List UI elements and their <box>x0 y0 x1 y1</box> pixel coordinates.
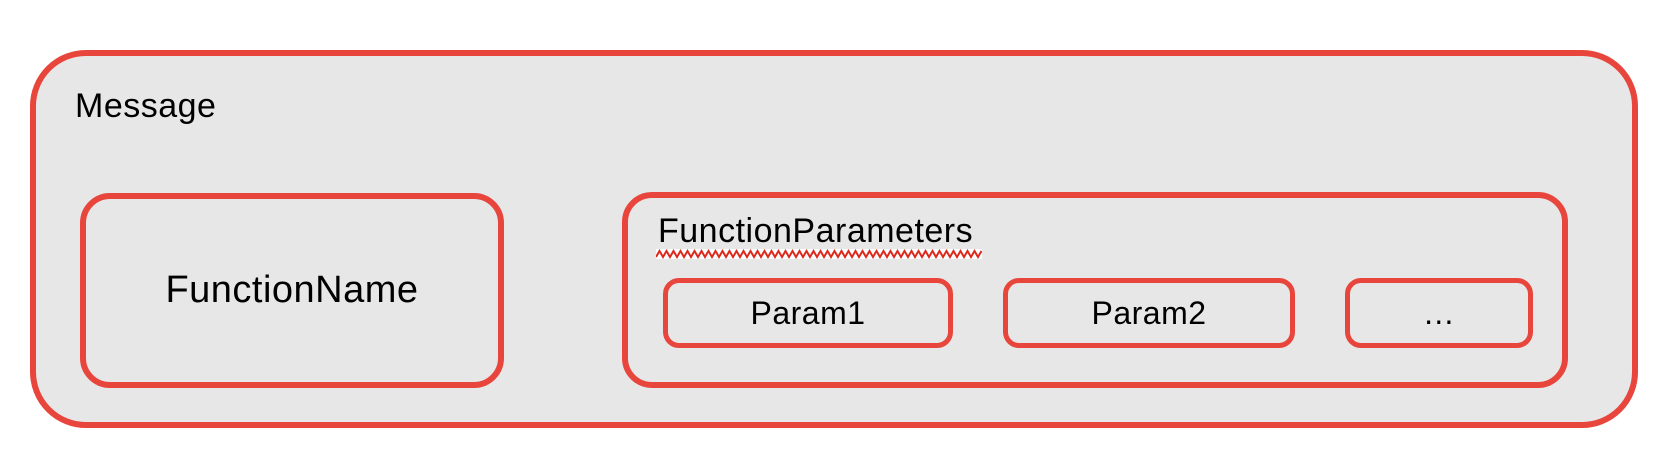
param1-shape: Param1 <box>663 278 953 348</box>
param-ellipsis-label: … <box>1422 294 1456 331</box>
param2-shape: Param2 <box>1003 278 1295 348</box>
function-parameters-shape: FunctionParameters Param1 Param2 … <box>622 192 1568 388</box>
message-shape: Message FunctionName FunctionParameters … <box>30 50 1638 428</box>
function-parameters-label: FunctionParameters <box>658 212 974 250</box>
param2-label: Param2 <box>1091 294 1207 331</box>
spellcheck-squiggle-icon <box>656 249 982 259</box>
message-label: Message <box>75 87 217 125</box>
function-name-label: FunctionName <box>165 269 419 311</box>
param-ellipsis-shape: … <box>1345 278 1533 348</box>
param1-label: Param1 <box>750 294 866 331</box>
function-name-shape: FunctionName <box>80 193 504 388</box>
